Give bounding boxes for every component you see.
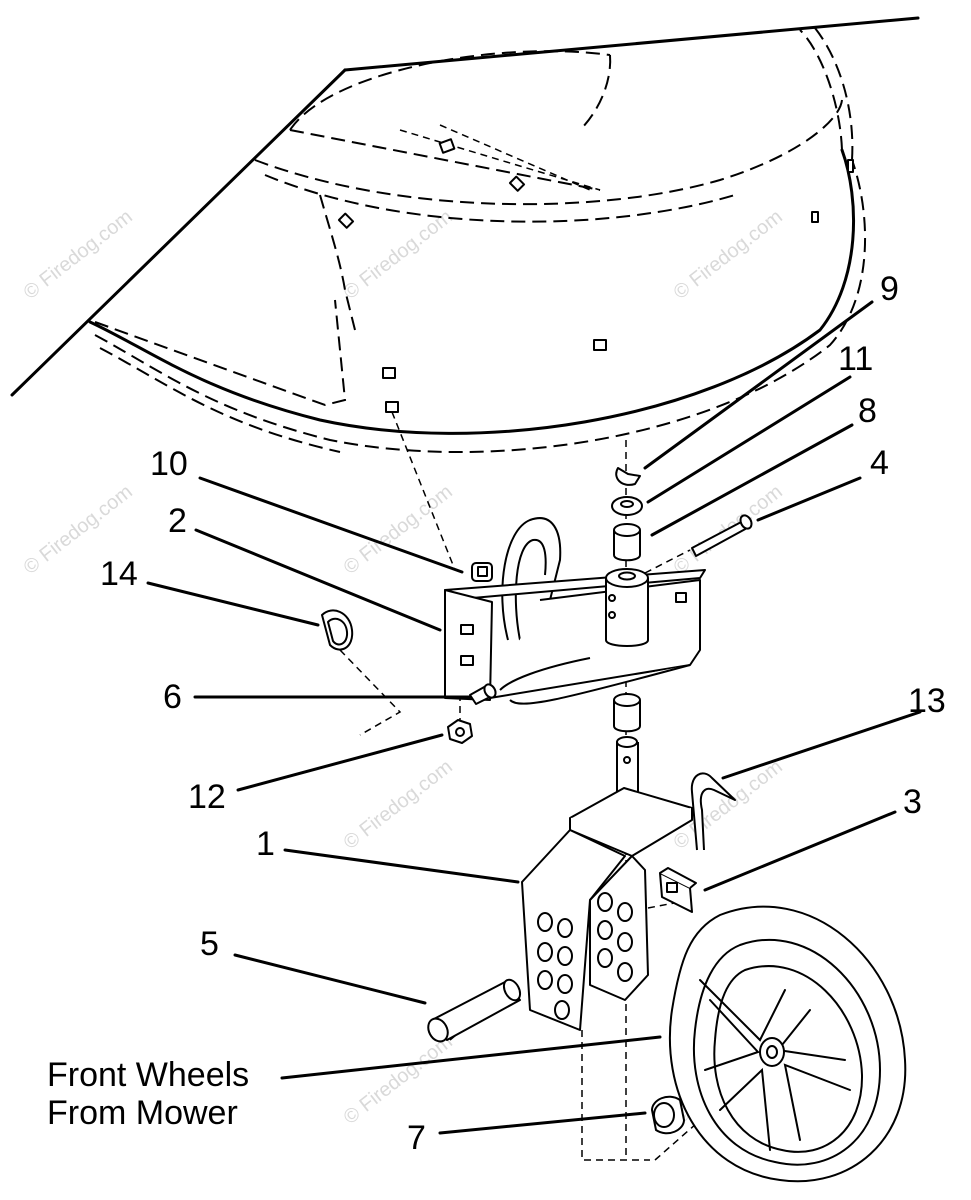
callout-14: 14: [100, 555, 138, 593]
callout-8: 8: [858, 392, 877, 430]
watermark: © Firedog.com: [670, 206, 787, 304]
deck-mounting-holes: [337, 138, 854, 413]
lower-bushing: [613, 693, 641, 733]
callout-1: 1: [256, 825, 275, 863]
callout-11: 11: [838, 340, 873, 378]
watermark: © Firedog.com: [340, 756, 457, 854]
callout-4: 4: [870, 444, 889, 482]
callout-6: 6: [163, 678, 182, 716]
callout-5: 5: [200, 925, 219, 963]
clip-nut: [471, 562, 493, 582]
grommet: [321, 609, 354, 651]
caption-line-1: Front Wheels: [47, 1056, 249, 1094]
caption-line-2: From Mower: [47, 1094, 238, 1132]
caster-fork: [521, 736, 693, 1031]
leader-lines: [146, 300, 922, 1135]
front-wheel: [668, 905, 907, 1183]
callout-2: 2: [168, 502, 187, 540]
callout-labels: 9 11 8 4 10 2 14 6 12 13 3 1 5 7: [100, 270, 946, 1157]
hex-nut: [447, 719, 473, 744]
caster-clip: [659, 867, 697, 913]
callout-3: 3: [903, 783, 922, 821]
washer: [611, 496, 643, 516]
caster-bracket: [444, 517, 706, 705]
axle-bolt: [427, 978, 522, 1043]
callout-9: 9: [880, 270, 899, 308]
hairpin-cotter: [690, 772, 736, 851]
fork-holes: [537, 892, 633, 1020]
callout-13: 13: [908, 682, 946, 720]
e-clip: [615, 467, 641, 486]
carriage-bolt: [469, 683, 497, 705]
pin: [691, 514, 753, 557]
callout-10: 10: [150, 445, 188, 483]
upper-bushing: [613, 523, 641, 562]
watermark: © Firedog.com: [340, 1031, 457, 1129]
hub-cap: [651, 1095, 685, 1135]
callout-7: 7: [407, 1119, 426, 1157]
watermark: © Firedog.com: [340, 206, 457, 304]
mower-deck: [10, 16, 920, 454]
watermark: © Firedog.com: [670, 756, 787, 854]
callout-12: 12: [188, 778, 226, 816]
wheel-caption: Front Wheels From Mower: [47, 1056, 249, 1132]
